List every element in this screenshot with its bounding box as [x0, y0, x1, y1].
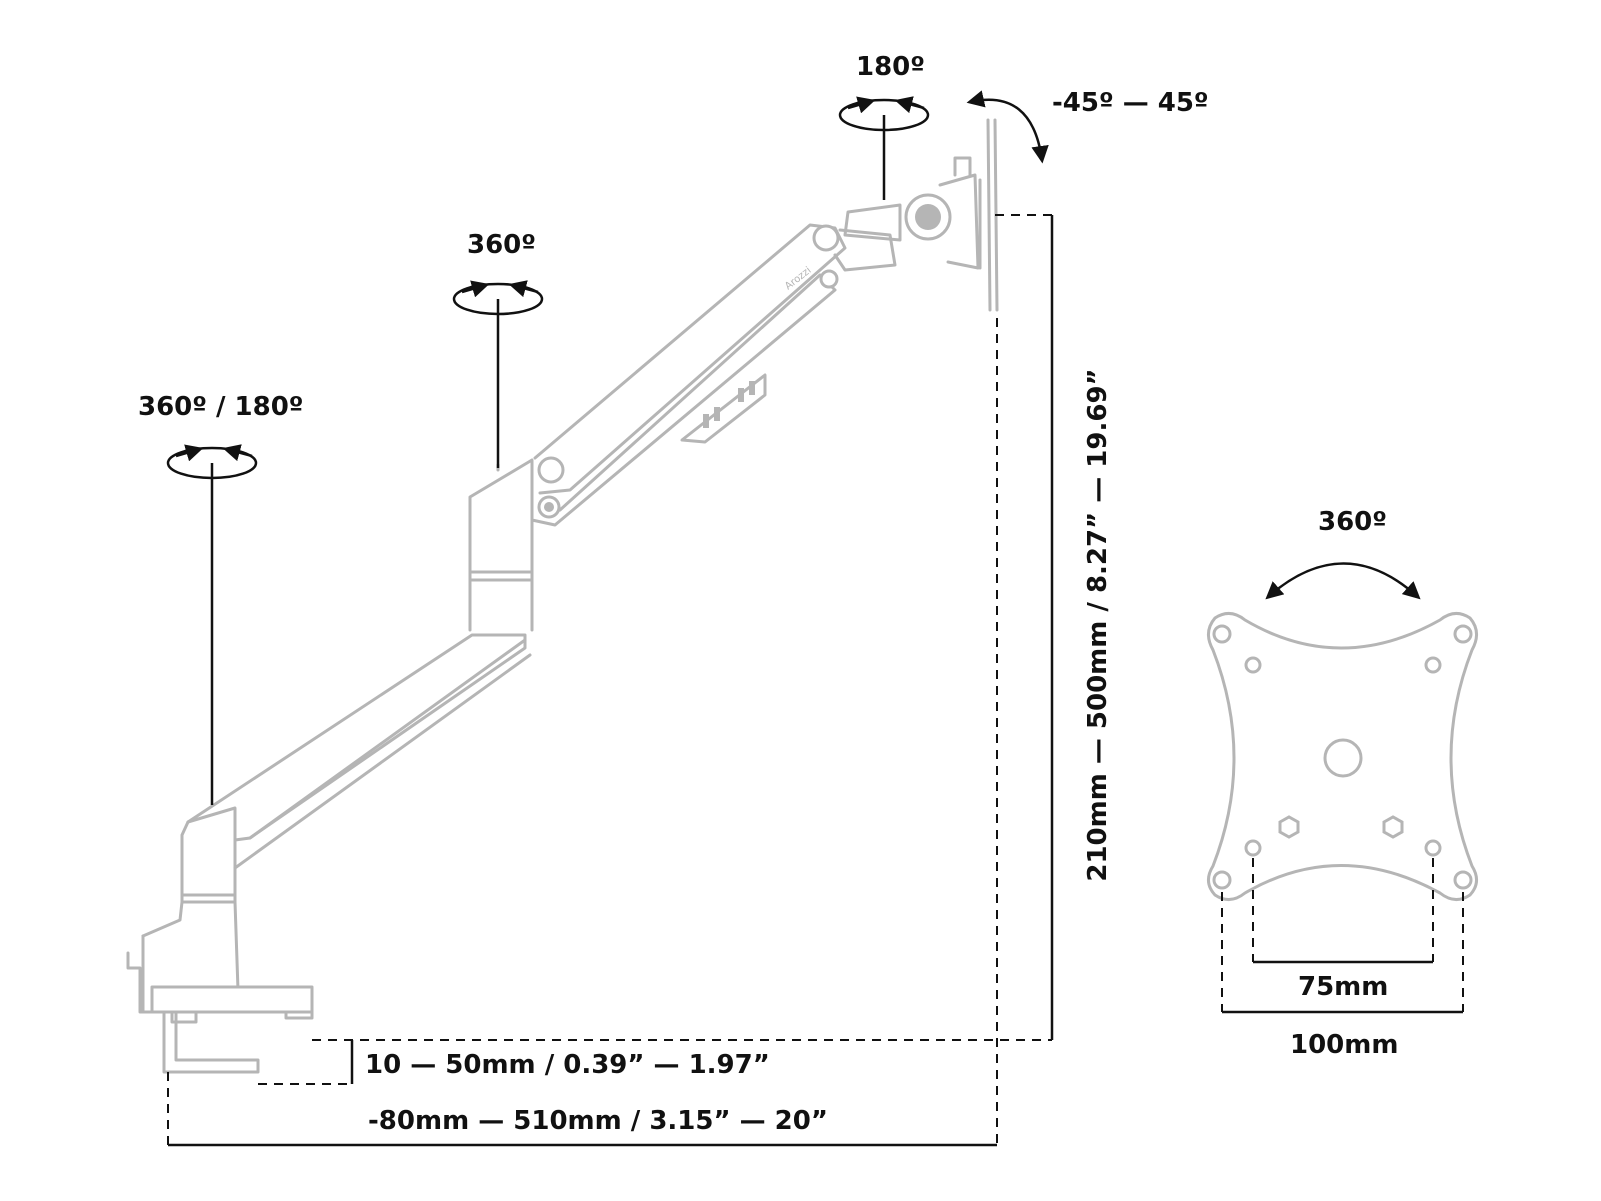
monitor-arm-outline: Arozzi — [126, 118, 999, 1074]
vesa-rotation-label: 360º — [1318, 507, 1387, 537]
height-range-label: 210mm — 500mm / 8.27” — 19.69” — [1083, 368, 1113, 882]
vesa-100-label: 100mm — [1290, 1030, 1399, 1060]
desk-thickness-label: 10 — 50mm / 0.39” — 1.97” — [365, 1050, 770, 1080]
rotation-ellipse-arrows-icon — [838, 96, 930, 200]
vesa-dimensions — [1221, 858, 1464, 1014]
rotation-ellipse-arrows-icon — [452, 280, 544, 468]
head-rotation-label: 180º — [856, 52, 925, 82]
vesa-mount-plate-icon — [1207, 562, 1478, 901]
elbow-column — [468, 458, 534, 632]
tilt-label: -45º — 45º — [1052, 88, 1209, 118]
upper-arm: Arozzi — [530, 223, 847, 527]
desk-thickness-dimension — [258, 1040, 354, 1085]
mid-rotation-label: 360º — [467, 230, 536, 260]
tilt-head — [833, 118, 999, 312]
base-rotation-label: 360º / 180º — [138, 392, 304, 422]
height-dimension — [312, 214, 1054, 1145]
rotation-ellipse-arrows-icon — [166, 444, 258, 805]
tilt-arc-arrow-icon — [966, 90, 1049, 164]
reach-range-label: -80mm — 510mm / 3.15” — 20” — [368, 1106, 828, 1136]
desk-clamp — [126, 900, 314, 1074]
lower-arm — [186, 633, 532, 870]
vesa-75-label: 75mm — [1298, 972, 1389, 1002]
reach-dimension — [167, 1072, 997, 1147]
